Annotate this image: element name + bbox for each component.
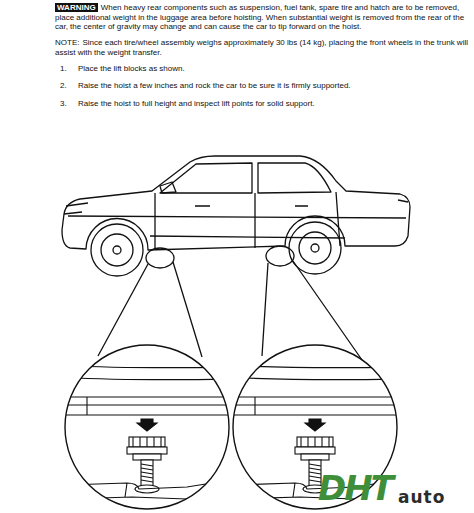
step-text-box: Place the lift blocks as shown.	[78, 64, 470, 74]
warning-text: When heavy rear components such as suspe…	[55, 3, 464, 31]
note-tag: NOTE:	[55, 38, 79, 47]
warning-block: WARNINGWhen heavy rear components such a…	[55, 3, 470, 32]
step-number-box: 3.	[60, 99, 78, 109]
note-text: Since each tire/wheel assembly weighs ap…	[55, 38, 468, 57]
step-text-box: Raise the hoist a few inches and rock th…	[78, 81, 470, 91]
watermark-box: auto	[398, 488, 468, 506]
step-text-box: Raise the hoist to full height and inspe…	[78, 99, 470, 109]
step-number: 2.	[60, 81, 67, 90]
watermark-box: DHT	[318, 470, 408, 506]
step-number-box: 1.	[60, 64, 78, 74]
step-number: 3.	[60, 99, 67, 108]
step-text: Raise the hoist to full height and inspe…	[78, 99, 315, 108]
watermark-logo: DHT	[318, 468, 392, 508]
warning-tag: WARNING	[55, 3, 98, 12]
watermark-text: auto	[398, 487, 445, 507]
step-text: Place the lift blocks as shown.	[78, 64, 185, 73]
note-block: NOTE:Since each tire/wheel assembly weig…	[55, 38, 470, 57]
step-text: Raise the hoist a few inches and rock th…	[78, 81, 351, 90]
step-number: 1.	[60, 64, 67, 73]
step-number-box: 2.	[60, 81, 78, 91]
